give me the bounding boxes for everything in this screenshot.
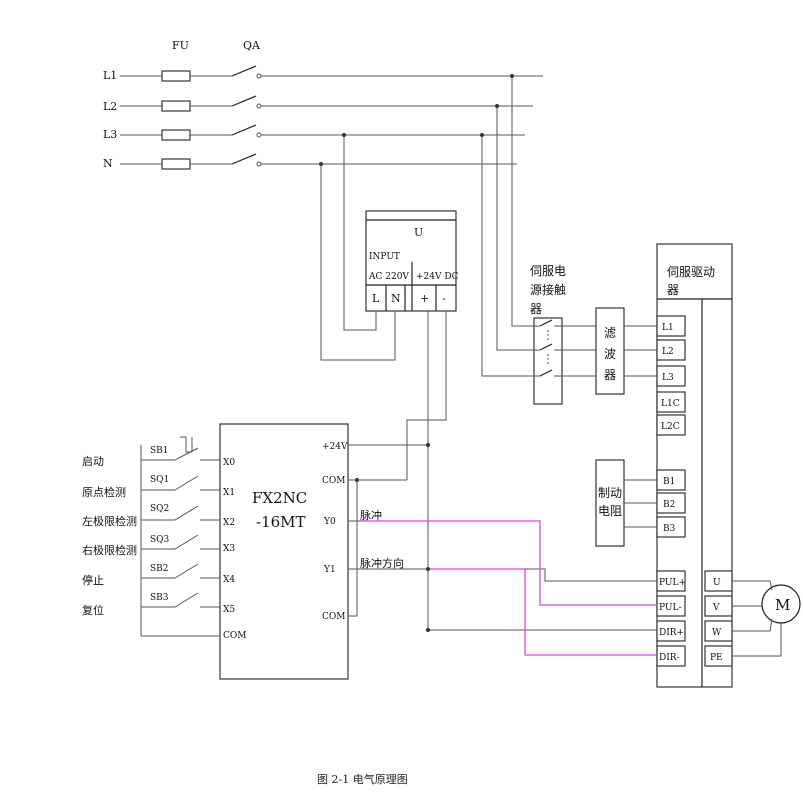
motor-label: M — [775, 596, 790, 614]
power-supply-wiring — [319, 133, 643, 631]
plc-y0: Y0 — [323, 517, 336, 527]
switch-sb3: SB3 — [150, 593, 169, 603]
switch-sb2: SB2 — [150, 564, 169, 574]
plc-model-1: FX2NC — [252, 489, 307, 507]
power-term-n: N — [391, 292, 401, 305]
plc-com-2: COM — [322, 612, 345, 622]
servo-term-pul-minus: PUL- — [659, 603, 682, 613]
breaker-qa — [231, 65, 262, 167]
servo-out-u: U — [713, 578, 721, 588]
servo-motor: M — [732, 580, 801, 657]
power-term-plus: + — [420, 292, 429, 305]
servo-term-dir-plus: DIR+ — [659, 628, 684, 638]
plc-com-in: COM — [223, 631, 246, 641]
plc-x0: X0 — [223, 458, 235, 468]
filter-label-3: 器 — [604, 368, 616, 382]
contactor-label-1: 伺服电 — [530, 264, 566, 278]
signal-pulse-direction: 脉冲方向 — [360, 556, 404, 570]
switch-sq3: SQ3 — [150, 535, 170, 545]
servo-term-l1: L1 — [662, 323, 674, 333]
servo-title-1: 伺服驱动 — [667, 265, 715, 279]
switch-sq1: SQ1 — [150, 475, 169, 485]
brake-label-2: 电阻 — [598, 504, 622, 518]
plc-x4: X4 — [223, 575, 235, 585]
plc-output-wiring: 脉冲 脉冲方向 — [348, 426, 657, 656]
mains-label-l2: L2 — [103, 100, 117, 113]
signal-pulse: 脉冲 — [360, 508, 382, 522]
power-term-l: L — [372, 292, 380, 305]
mains-label-n: N — [103, 157, 113, 170]
switch-sq2: SQ2 — [150, 504, 169, 514]
func-left-limit: 左极限检测 — [82, 514, 137, 528]
plc-x1: X1 — [223, 488, 235, 498]
plc-fx2nc: FX2NC -16MT X0 X1 X2 X3 X4 X5 COM +24V C… — [219, 423, 349, 680]
filter: 滤 波 器 — [595, 307, 657, 395]
servo-title-2: 器 — [667, 283, 679, 297]
contactor-label-3: 器 — [530, 302, 542, 316]
fuse-l3 — [161, 129, 191, 141]
fuse-n — [161, 158, 191, 170]
contactor-label-2: 源接触 — [530, 282, 566, 297]
plc-x5: X5 — [223, 605, 235, 615]
power-input-voltage: AC 220V — [368, 272, 409, 282]
servo-term-l1c: L1C — [661, 399, 680, 409]
qa-label: QA — [243, 39, 261, 52]
plc-x2: X2 — [223, 518, 235, 528]
plc-model-2: -16MT — [256, 513, 306, 531]
brake-label-1: 制动 — [598, 486, 622, 500]
plc-y1: Y1 — [323, 565, 336, 575]
servo-term-b2: B2 — [663, 500, 675, 510]
function-labels: 启动 原点检测 左极限检测 右极限检测 停止 复位 — [82, 455, 137, 617]
servo-out-w: W — [712, 628, 722, 638]
servo-term-b1: B1 — [663, 477, 675, 487]
switch-sb1: SB1 — [150, 446, 169, 456]
input-switch-ladder: SB1 SQ1 SQ2 SQ3 SB2 SB3 — [140, 436, 220, 637]
fuse-l1 — [161, 70, 191, 82]
plc-com-1: COM — [322, 476, 345, 486]
filter-label-2: 波 — [604, 347, 616, 361]
mains-label-l3: L3 — [103, 128, 117, 141]
servo-drive: 伺服驱动 器 L1 L2 L3 L1C L2C B1 B2 B3 PUL+ PU… — [656, 243, 733, 688]
fuse-l2 — [161, 100, 191, 112]
fu-label: FU — [172, 39, 189, 52]
power-term-minus: - — [442, 292, 446, 305]
power-input-label: INPUT — [369, 252, 400, 262]
power-supply-title: U — [414, 226, 423, 239]
func-right-limit: 右极限检测 — [82, 543, 137, 557]
mains-label-l1: L1 — [103, 69, 117, 82]
servo-out-v: V — [712, 603, 720, 613]
func-stop: 停止 — [82, 573, 104, 587]
servo-term-l3: L3 — [662, 373, 674, 383]
func-origin: 原点检测 — [82, 485, 126, 499]
servo-out-pe: PE — [710, 653, 723, 663]
power-output-label: +24V DC — [416, 272, 459, 282]
servo-term-l2c: L2C — [661, 422, 680, 432]
brake-resistor: 制动 电阻 — [595, 459, 657, 547]
filter-label-1: 滤 — [604, 326, 616, 340]
plc-24v: +24V — [322, 442, 348, 452]
servo-power-contactor: 伺服电 源接触 器 — [480, 74, 596, 405]
servo-term-b3: B3 — [663, 524, 676, 534]
power-supply: U INPUT AC 220V +24V DC L N + - — [365, 210, 459, 312]
servo-term-l2: L2 — [662, 347, 674, 357]
func-start: 启动 — [82, 455, 104, 468]
func-reset: 复位 — [82, 603, 104, 617]
plc-x3: X3 — [223, 544, 235, 554]
servo-term-pul-plus: PUL+ — [659, 578, 686, 588]
mains-lines: L1 L2 L3 N — [103, 65, 543, 170]
servo-term-dir-minus: DIR- — [659, 653, 680, 663]
figure-caption: 图 2-1 电气原理图 — [317, 772, 408, 786]
